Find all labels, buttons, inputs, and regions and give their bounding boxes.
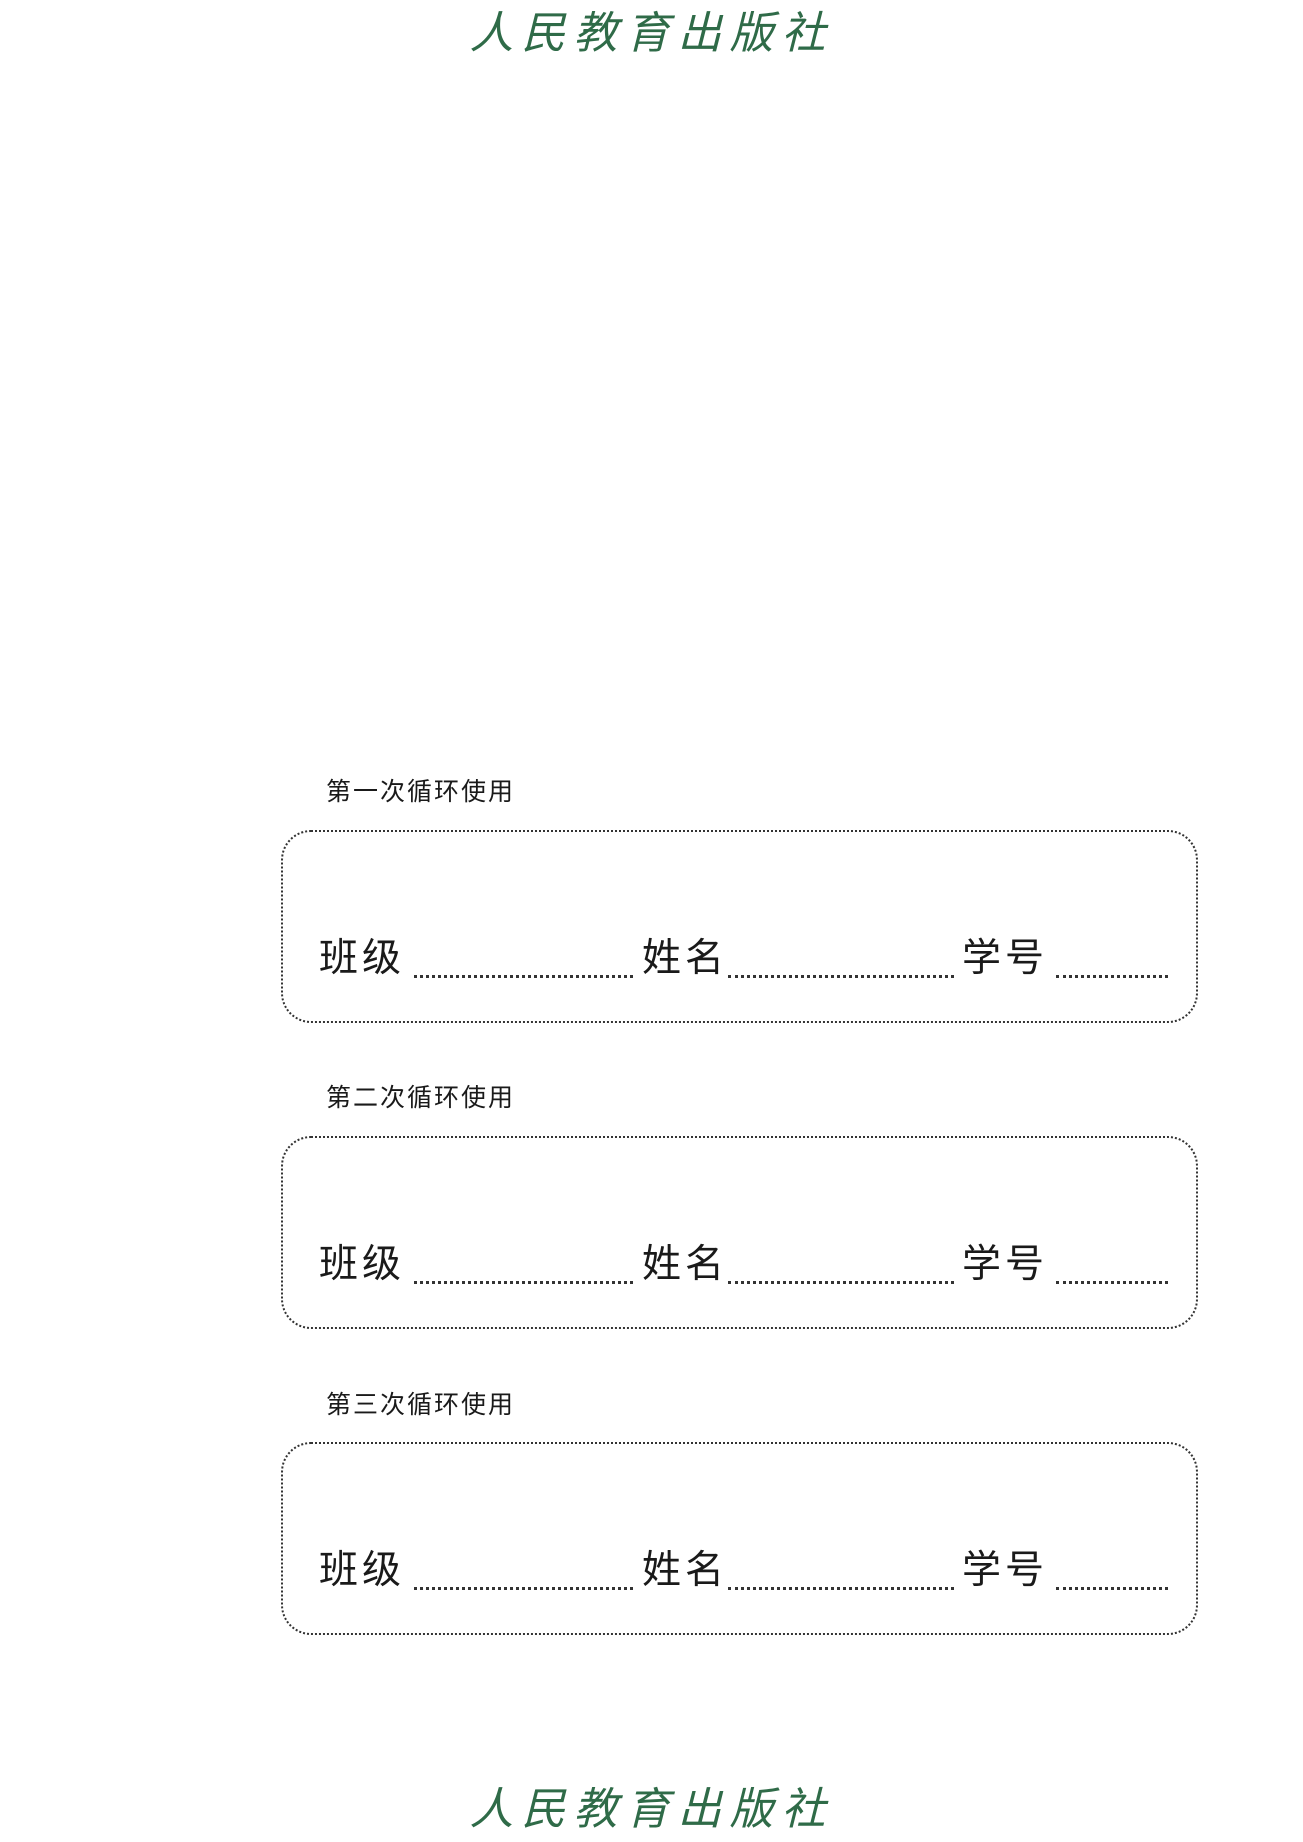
publisher-logo-top: 人民教育出版社	[469, 8, 834, 59]
cycle-3-card: 班级 姓名 学号	[281, 1442, 1198, 1635]
class-label: 班级	[319, 936, 406, 981]
cycle-3-label: 第三次循环使用	[326, 1390, 516, 1419]
cycle-2-card: 班级 姓名 学号	[281, 1136, 1198, 1329]
cycle-2-label: 第二次循环使用	[326, 1083, 516, 1112]
student-id-input-line[interactable]	[1056, 975, 1168, 978]
student-id-input-line[interactable]	[1056, 1587, 1168, 1590]
class-input-line[interactable]	[414, 1587, 633, 1590]
name-input-line[interactable]	[728, 1587, 954, 1590]
name-label: 姓名	[642, 1548, 729, 1593]
class-label: 班级	[319, 1548, 406, 1593]
student-id-label: 学号	[962, 1548, 1049, 1593]
cycle-1-label: 第一次循环使用	[326, 777, 516, 806]
publisher-logo-bottom: 人民教育出版社	[469, 1784, 834, 1835]
cycle-1-card: 班级 姓名 学号	[281, 830, 1198, 1023]
student-id-label: 学号	[962, 936, 1049, 981]
name-label: 姓名	[642, 936, 729, 981]
student-id-label: 学号	[962, 1242, 1049, 1287]
name-input-line[interactable]	[728, 1281, 954, 1284]
student-id-input-line[interactable]	[1056, 1281, 1168, 1284]
name-label: 姓名	[642, 1242, 729, 1287]
class-input-line[interactable]	[414, 1281, 633, 1284]
class-input-line[interactable]	[414, 975, 633, 978]
name-input-line[interactable]	[728, 975, 954, 978]
class-label: 班级	[319, 1242, 406, 1287]
